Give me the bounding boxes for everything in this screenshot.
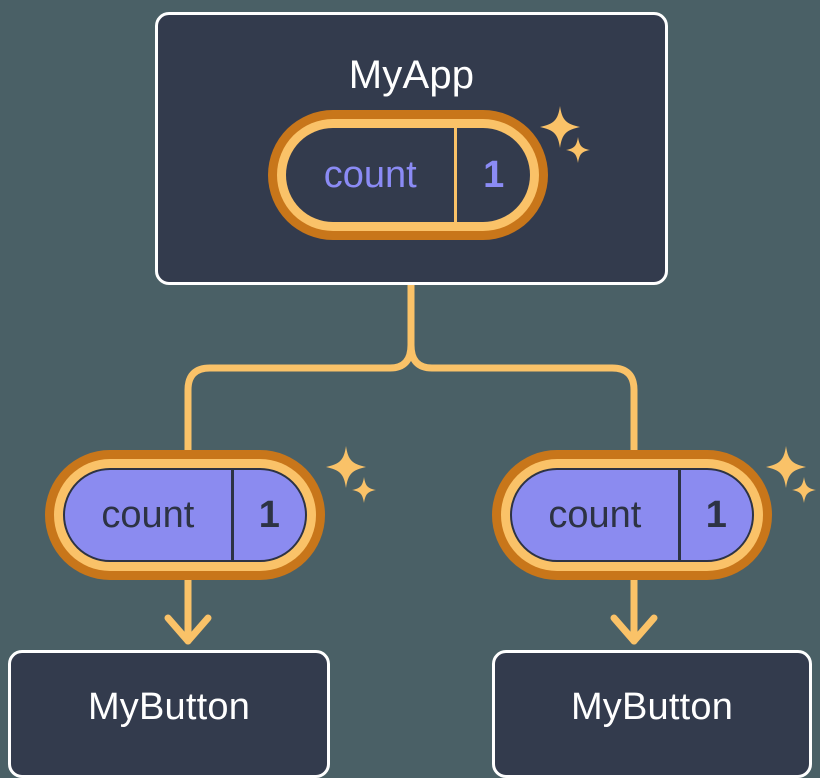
component-node-mybutton-left[interactable]: MyButton (8, 650, 330, 778)
tree-branch-connector (184, 281, 638, 456)
arrow-down-icon (164, 574, 212, 645)
state-pill-left[interactable]: count 1 (45, 450, 325, 580)
component-label-mybutton: MyButton (87, 686, 251, 728)
state-pill-right[interactable]: count 1 (492, 450, 772, 580)
component-label-mybutton: MyButton (570, 686, 734, 728)
arrow-down-icon (610, 574, 658, 645)
state-key-label: count (101, 493, 195, 536)
state-pill-body: count 1 (510, 468, 754, 562)
state-value-label: 1 (677, 470, 752, 560)
state-value-label: 1 (230, 470, 305, 560)
state-pill-ring: count 1 (501, 459, 763, 571)
state-pill-ring: count 1 (277, 119, 539, 231)
state-pill-body: count 1 (63, 468, 307, 562)
state-key-label: count (323, 153, 417, 196)
component-node-mybutton-right[interactable]: MyButton (492, 650, 812, 778)
component-label-myapp: MyApp (348, 53, 475, 97)
state-key-label: count (548, 493, 642, 536)
state-pill-ring: count 1 (54, 459, 316, 571)
state-pill-body: count 1 (286, 128, 530, 222)
state-pill-myapp[interactable]: count 1 (268, 110, 548, 240)
state-value-label: 1 (454, 128, 530, 222)
